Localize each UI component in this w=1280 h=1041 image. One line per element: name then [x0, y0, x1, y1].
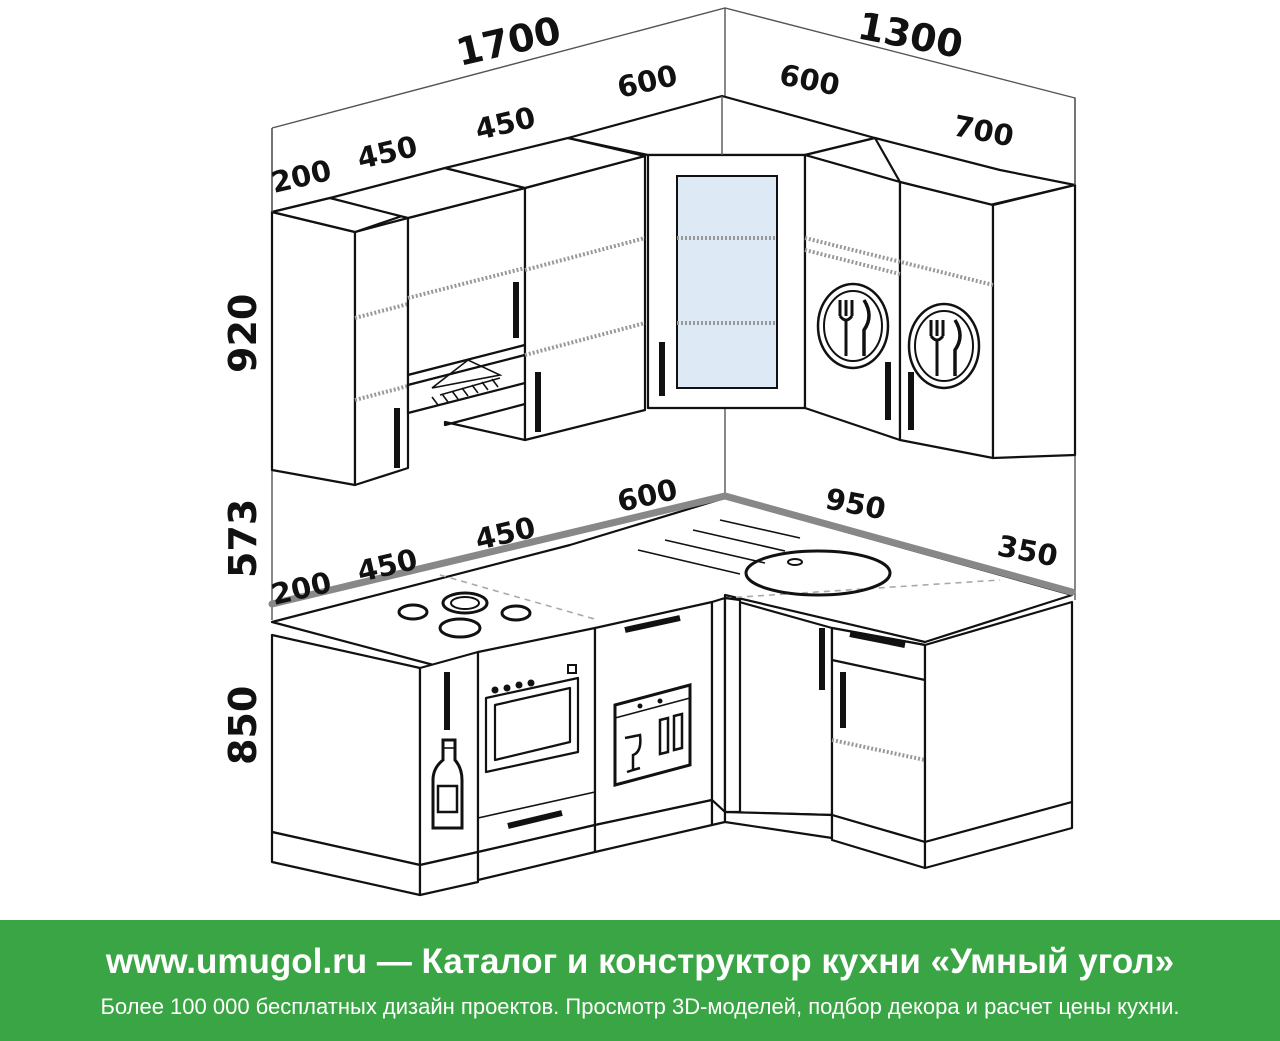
dim-upper-450a: 450 [354, 129, 421, 176]
footer-title[interactable]: www.umugol.ru — Каталог и конструктор ку… [105, 942, 1175, 981]
cutlery-icon [907, 302, 981, 390]
hood-vent [431, 378, 499, 406]
dim-height-upper: 920 [221, 294, 265, 373]
hob [397, 591, 532, 639]
footer-banner: www.umugol.ru — Каталог и конструктор ку… [0, 920, 1280, 1041]
cutlery-icon [816, 282, 890, 370]
lower-cabinets [270, 596, 1074, 897]
glass-panel [676, 175, 778, 389]
sink [637, 519, 892, 597]
dim-upper-700: 700 [951, 108, 1017, 153]
bottle-icon [431, 738, 464, 830]
dim-upper-450b: 450 [472, 100, 539, 147]
dim-lower-350: 350 [995, 528, 1061, 573]
kitchen-diagram: 1700 1300 200 450 450 600 600 700 920 57… [221, 4, 1077, 897]
dishwasher-icon [613, 683, 692, 787]
dim-upper-600a: 600 [614, 58, 681, 105]
dim-total-right: 1300 [854, 4, 966, 67]
dim-lower-200: 200 [268, 565, 335, 612]
dimension-lines [271, 96, 1076, 212]
dim-lower-450a: 450 [354, 542, 421, 589]
dim-height-gap: 573 [221, 499, 265, 578]
dim-upper-200: 200 [268, 153, 335, 200]
upper-cabinets [270, 94, 1077, 487]
dim-height-lower: 850 [221, 686, 265, 765]
dim-upper-600b: 600 [777, 57, 843, 102]
oven-knobs [491, 664, 577, 694]
footer-subtitle: Более 100 000 бесплатных дизайн проектов… [100, 994, 1180, 1019]
dim-lower-950: 950 [823, 481, 889, 526]
dim-lower-450b: 450 [472, 510, 539, 557]
